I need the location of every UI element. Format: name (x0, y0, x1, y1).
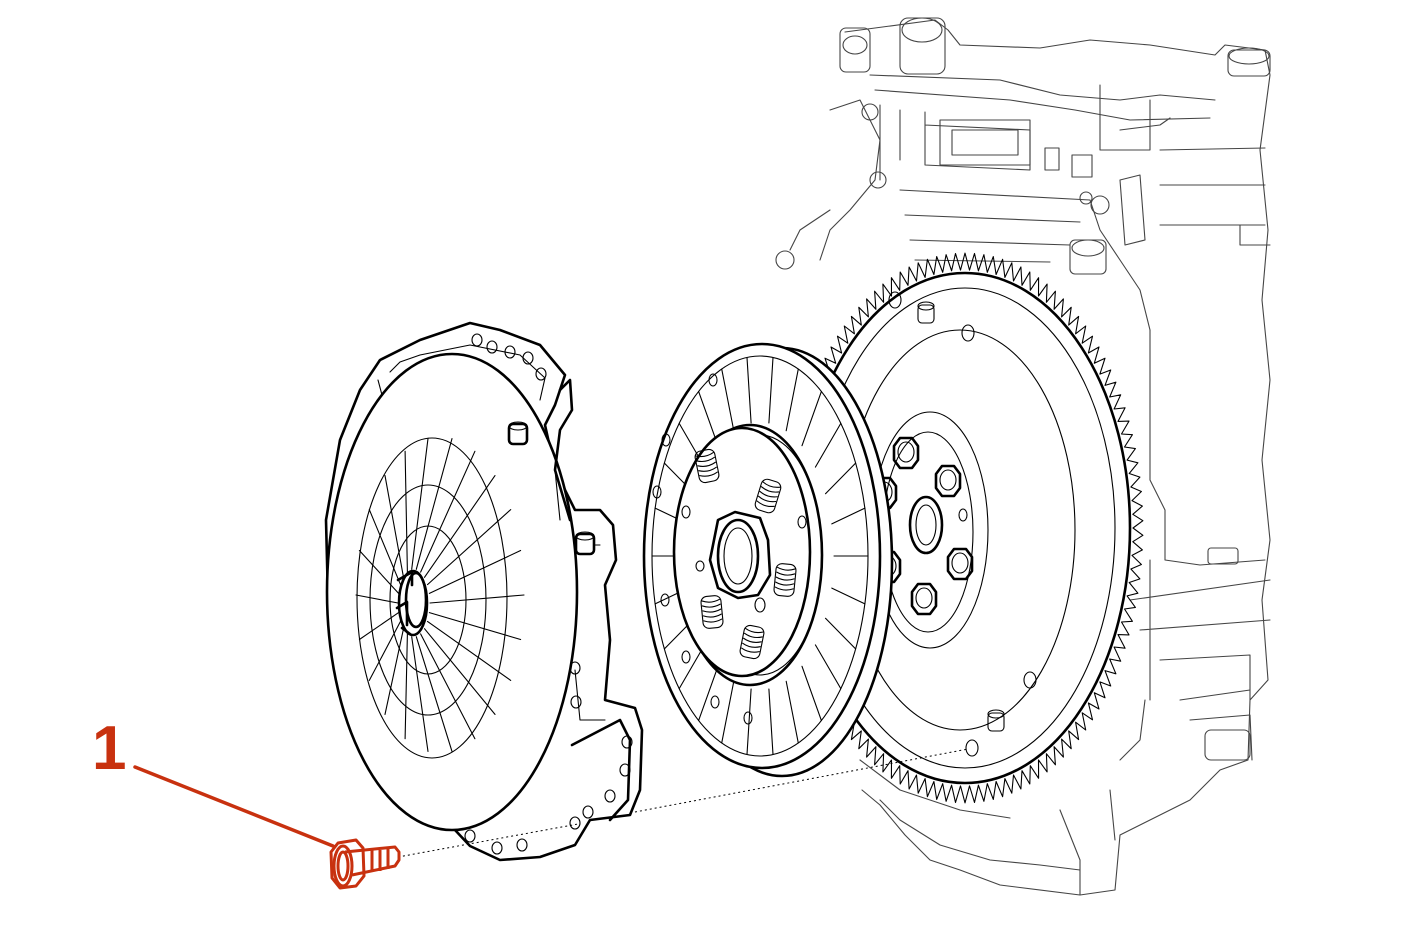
flywheel-holes (888, 291, 1037, 757)
engine-block (775, 17, 1271, 896)
friction-segments (651, 356, 869, 756)
locating-dowels (507, 421, 596, 556)
disc-rivets (652, 373, 807, 725)
pressure-plate (324, 321, 644, 862)
callout-1-number: 1 (92, 714, 127, 783)
diaphragm-spring-fingers (355, 438, 525, 752)
damper-springs (694, 448, 797, 660)
callout-1-leader-line (133, 765, 335, 848)
pressure-plate-bolt-holes (464, 333, 633, 855)
alignment-lines (397, 748, 969, 858)
bolt-1 (329, 838, 401, 890)
clutch-disc (642, 342, 894, 778)
